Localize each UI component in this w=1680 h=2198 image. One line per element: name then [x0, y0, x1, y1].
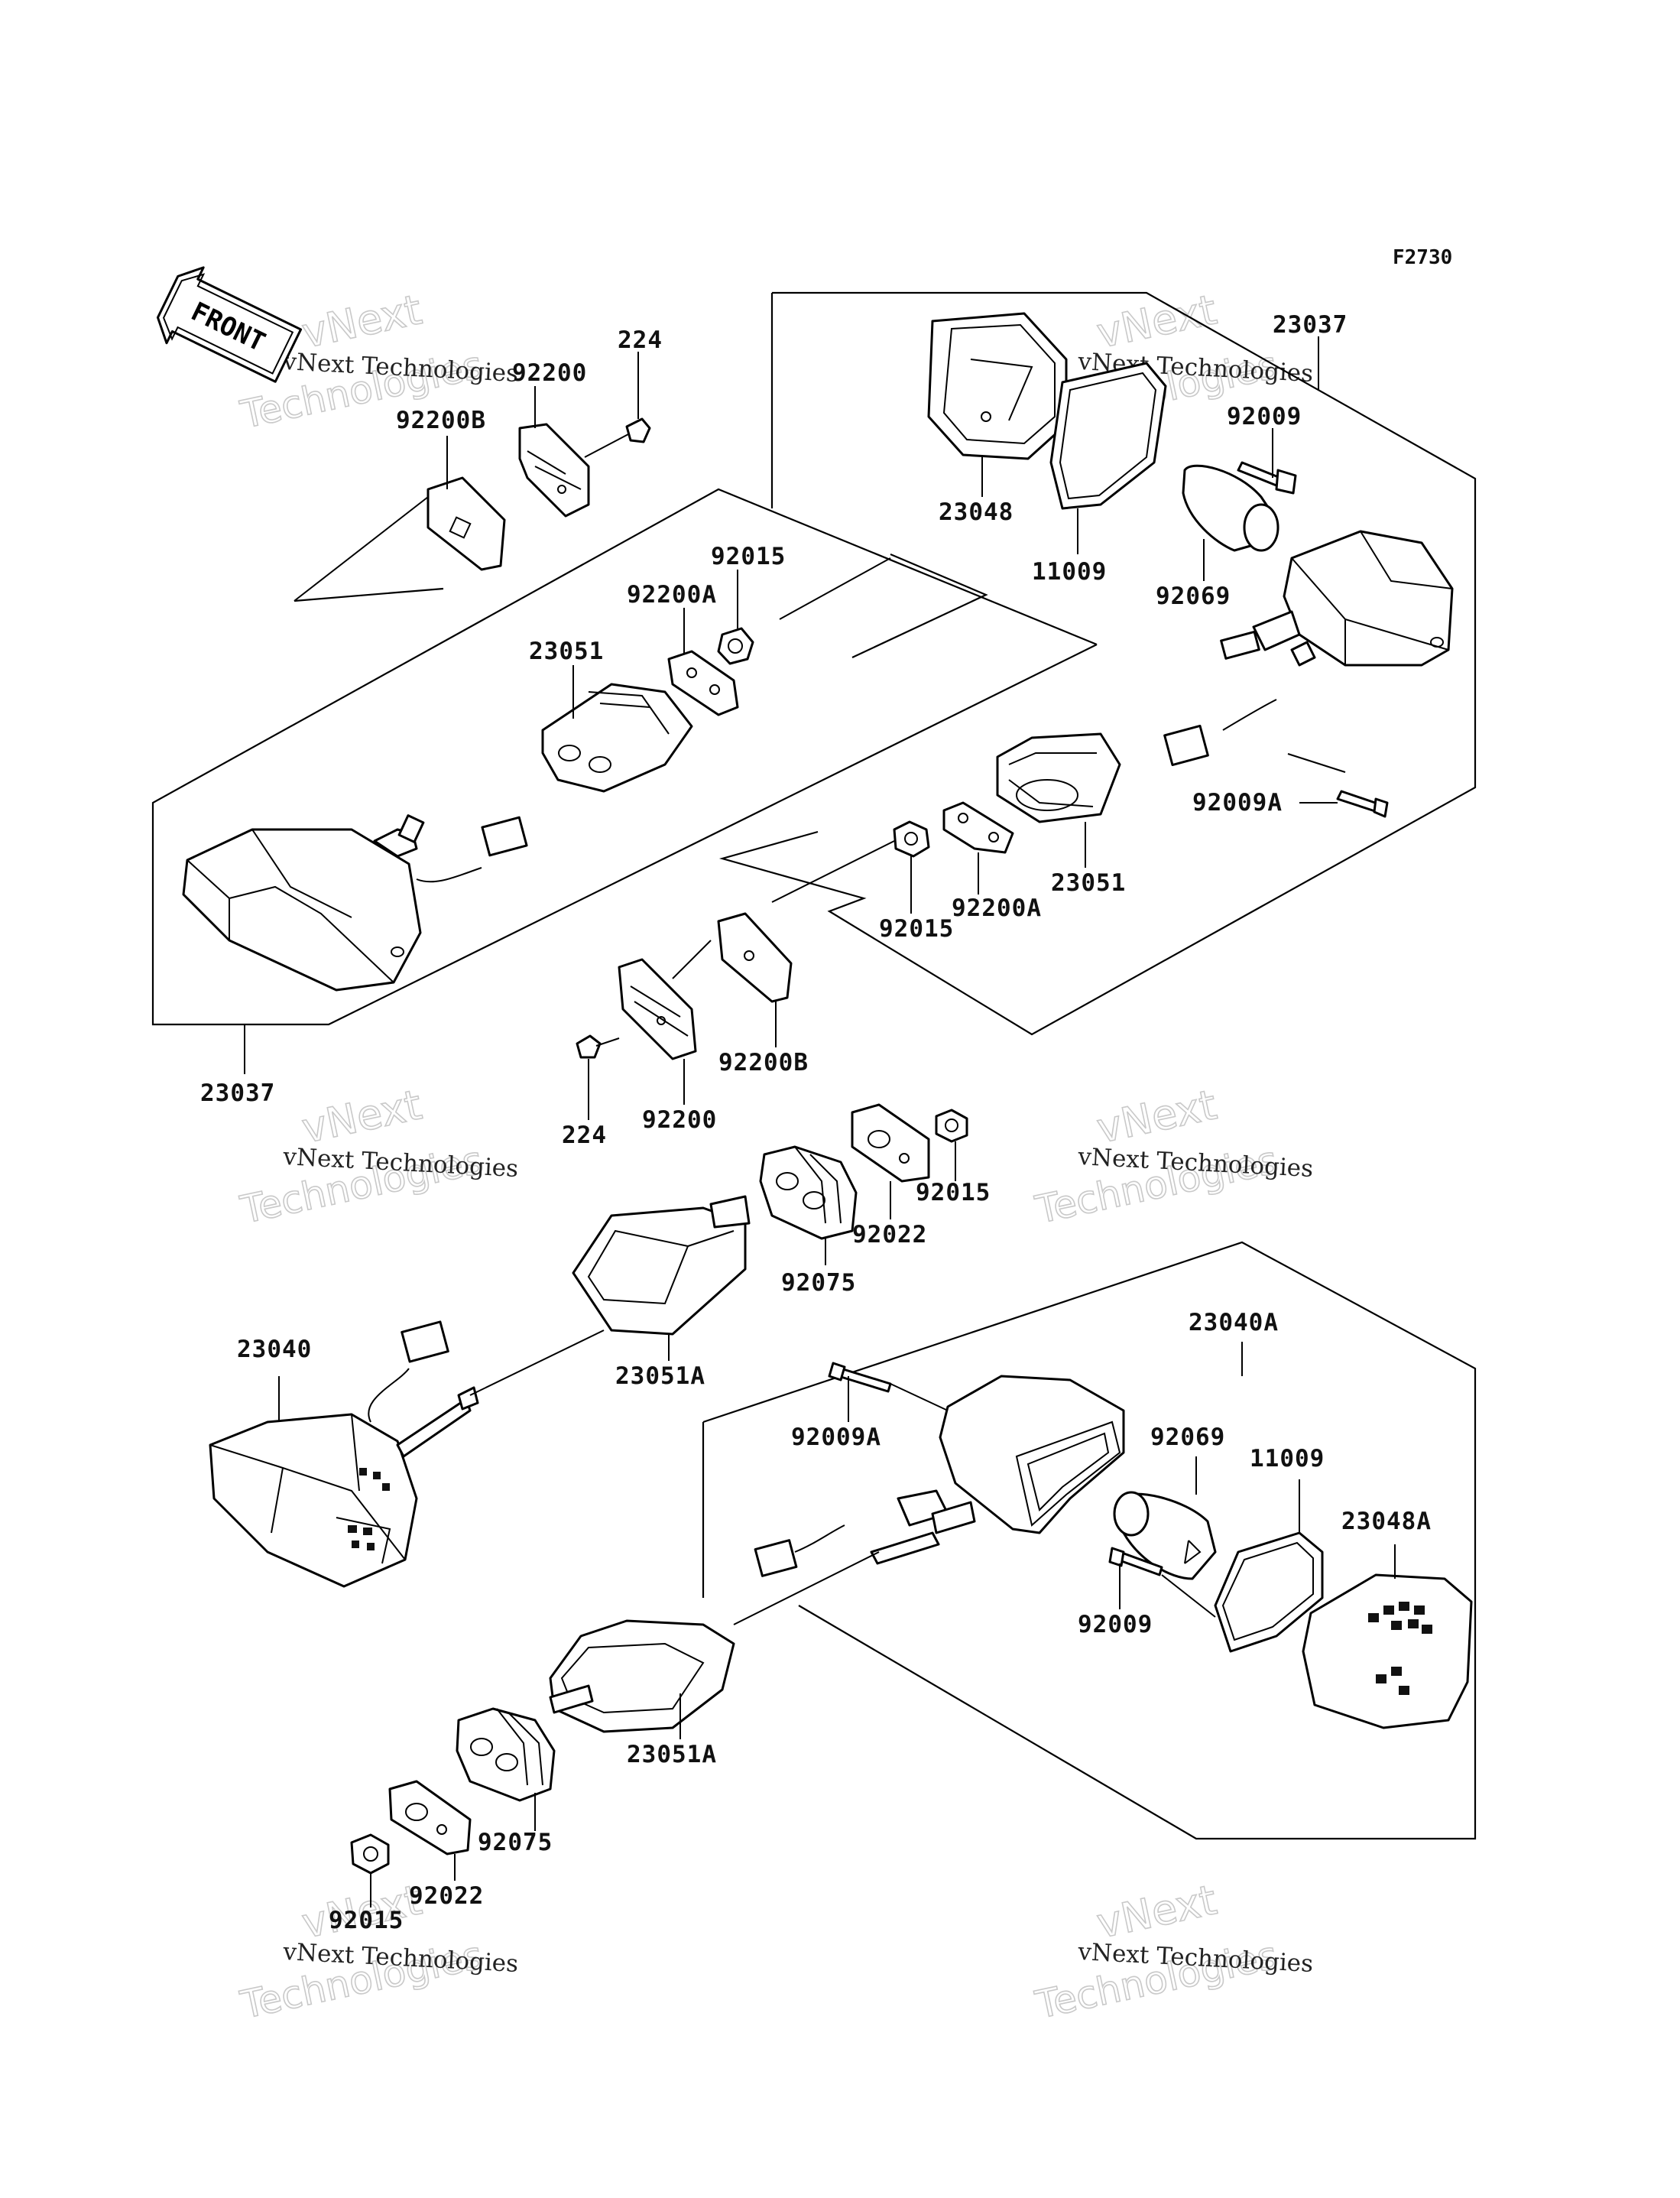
watermark-mid-right: vNext Technologies vNext Technologies — [1031, 1080, 1314, 1232]
turn-signal-23040a — [754, 1375, 1125, 1577]
frame-right-assembly — [718, 291, 1477, 1036]
callout-92022: 92022 — [852, 1221, 927, 1248]
grommet-23051a-middle — [572, 1195, 751, 1336]
callout-92069: 92069 — [1156, 583, 1231, 610]
clip-92200-upper — [518, 423, 590, 518]
watermark-bottom-right: vNext Technologies vNext Technologies — [1031, 1875, 1314, 2028]
callout-92200b: 92200B — [396, 407, 486, 434]
callout-92200a: 92200A — [952, 894, 1042, 922]
callout-23051: 23051 — [1051, 869, 1126, 897]
callout-23051a: 23051A — [615, 1362, 705, 1390]
gasket-11009-upper — [1049, 362, 1167, 510]
callout-23037: 23037 — [200, 1080, 275, 1107]
nut-92015-middle — [935, 1109, 968, 1143]
callout-92009: 92009 — [1078, 1611, 1153, 1638]
plate-92022-lower — [388, 1780, 472, 1855]
frame-bottom-right-assembly — [702, 1241, 1477, 1840]
grommet-92075-lower — [456, 1707, 556, 1802]
callout-23048: 23048 — [939, 498, 1014, 526]
nut-92015-lower — [350, 1833, 390, 1875]
grommet-92075-middle — [759, 1145, 858, 1240]
lens-23048a — [1302, 1573, 1473, 1729]
callout-23051a: 23051A — [627, 1741, 717, 1768]
callout-23048a: 23048A — [1341, 1508, 1432, 1535]
callout-92075: 92075 — [781, 1269, 856, 1297]
plate-92200b-upper — [426, 476, 506, 571]
frame-right-lower — [1287, 752, 1346, 774]
gasket-11009-lower — [1214, 1531, 1324, 1653]
frame-left-assembly — [151, 488, 1098, 1026]
callout-92200b: 92200B — [718, 1049, 809, 1076]
callout-92015: 92015 — [879, 915, 954, 943]
frame-left-top-lead — [294, 587, 444, 602]
watermark-line2: vNext — [298, 285, 426, 357]
callout-92009a: 92009A — [791, 1424, 881, 1451]
nut-92015-right — [893, 820, 930, 858]
callout-92015: 92015 — [916, 1179, 991, 1206]
callout-92015: 92015 — [711, 543, 786, 570]
figure-code: F2730 — [1393, 246, 1452, 269]
leader-lines — [244, 336, 1396, 1907]
callout-11009: 11009 — [1250, 1445, 1325, 1472]
clip-92200-middle — [618, 958, 697, 1060]
callout-23040: 23040 — [237, 1336, 312, 1363]
lens-23048 — [927, 312, 1068, 460]
screw-224-middle — [576, 1034, 620, 1059]
turn-signal-23037-right — [1163, 530, 1454, 767]
callout-92069: 92069 — [1150, 1424, 1225, 1451]
screw-92009a-upper — [1336, 790, 1389, 818]
watermark-line2: vNext — [1093, 1080, 1221, 1152]
nut-92015-upper — [717, 627, 754, 665]
screw-92009-lower — [1108, 1547, 1163, 1576]
plate-92200a-upper — [667, 650, 739, 716]
callout-224: 224 — [618, 326, 663, 354]
watermark-line2: vNext — [298, 1080, 426, 1152]
callout-92009a: 92009A — [1192, 789, 1283, 817]
callout-23037: 23037 — [1273, 311, 1348, 339]
front-arrow-icon: FRONT — [156, 266, 303, 383]
callout-92015: 92015 — [329, 1907, 404, 1934]
callout-92200: 92200 — [512, 359, 587, 387]
plate-92200a-right — [942, 801, 1014, 854]
watermark-mid-left: vNext Technologies vNext Technologies — [236, 1080, 519, 1232]
screw-224-upper — [584, 417, 651, 458]
bulb-92069-upper — [1182, 464, 1279, 552]
turn-signal-23037-left — [182, 814, 528, 992]
plate-92200b-middle — [717, 912, 793, 1003]
callout-92022: 92022 — [409, 1882, 484, 1910]
callout-23051: 23051 — [529, 638, 604, 665]
callout-92009: 92009 — [1227, 403, 1302, 430]
leader-line — [294, 496, 429, 602]
grommet-23051a-lower — [549, 1619, 735, 1733]
screw-92009-upper — [1237, 461, 1297, 495]
callout-92075: 92075 — [478, 1829, 553, 1856]
callout-11009: 11009 — [1032, 558, 1107, 586]
callout-92200: 92200 — [642, 1106, 717, 1134]
callout-92200a: 92200A — [627, 581, 717, 609]
watermark-line2: vNext — [1093, 1875, 1221, 1947]
turn-signal-23040 — [209, 1320, 479, 1588]
screw-92009a-lower — [828, 1362, 892, 1393]
callout-23040a: 23040A — [1189, 1309, 1279, 1336]
grommet-23051-right — [996, 732, 1121, 823]
grommet-23051-upper — [541, 683, 693, 793]
callout-labels: 224 92200 92200B 92015 92200A 23051 2303… — [200, 311, 1432, 1934]
bulb-92069-lower — [1113, 1491, 1217, 1580]
watermark-line2: vNext — [1093, 285, 1221, 357]
frame-left-inner — [851, 553, 988, 658]
callout-224: 224 — [562, 1122, 607, 1149]
plate-92022-middle — [851, 1103, 930, 1183]
